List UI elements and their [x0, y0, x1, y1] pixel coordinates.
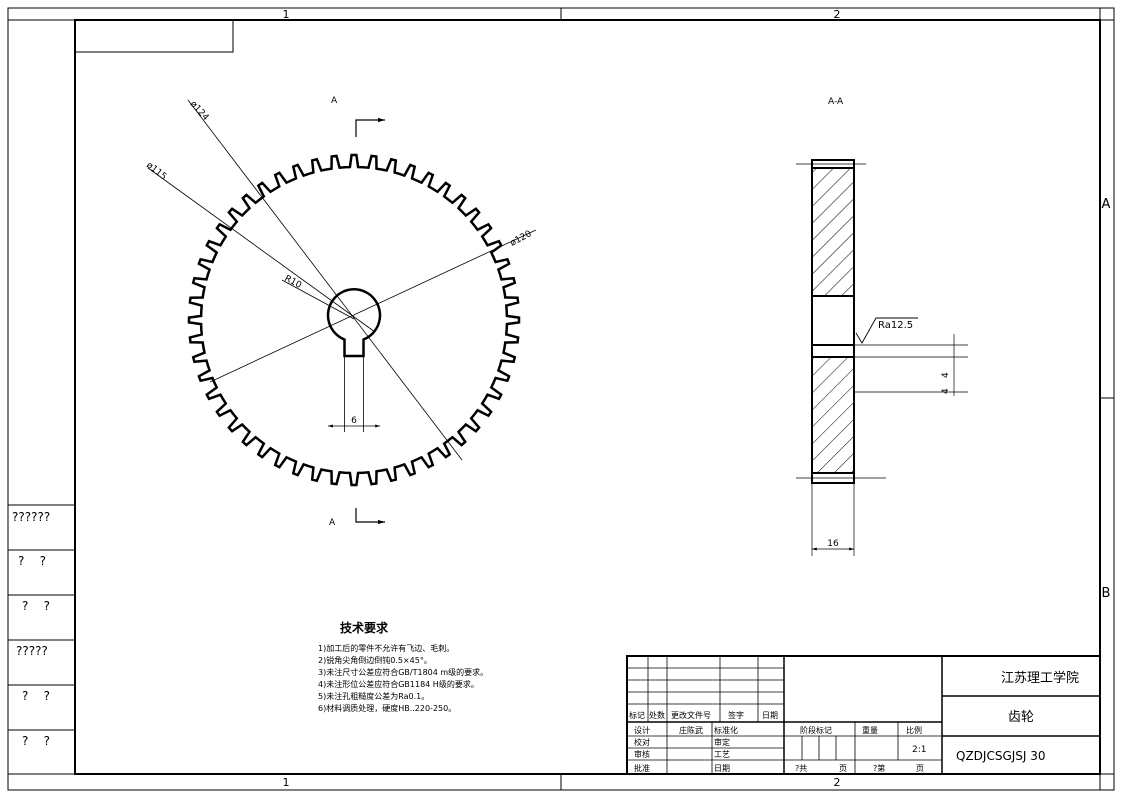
tb-label-date: 日期 [762, 711, 778, 720]
title-block: 标记 处数 更改文件号 签字 日期 设计 庄陈武 标准化 校对 审定 审核 工艺… [626, 655, 1101, 775]
tb-audit-label: 审核 [634, 749, 650, 759]
dim-line-d115 [147, 167, 376, 333]
left-strip-label: ? ? [22, 599, 50, 613]
dim-width: 16 [827, 539, 839, 549]
dim-d120: ø120 [509, 229, 534, 249]
dim-r10: R10 [283, 274, 304, 291]
left-strip: ?????? ? ? ? ? ????? ? ? ? ? [7, 504, 76, 775]
left-strip-label: ? ? [18, 554, 46, 568]
tb-approve-label2: 日期 [714, 764, 730, 773]
roughness-symbol [855, 317, 918, 344]
sheet-border: 1 2 1 2 A B [7, 7, 1115, 791]
zone-bottom-2: 2 [834, 776, 841, 789]
section-title: A-A [828, 97, 844, 107]
hatch-lower [811, 356, 855, 474]
tb-label-change: 更改文件号 [671, 710, 711, 720]
roughness-value: Ra12.5 [878, 320, 913, 331]
zone-top-1: 1 [283, 8, 290, 21]
zone-right-b: B [1102, 586, 1111, 601]
section-letter-top: A [331, 96, 338, 106]
dim-line-r10 [281, 279, 355, 320]
tb-review-label: 审定 [714, 737, 730, 747]
dim-4a: 4 [941, 372, 951, 378]
zone-top-2: 2 [834, 8, 841, 21]
tech-requirements: 技术要求 1)加工后的零件不允许有飞边、毛刺。 2)锐角尖角倒边倒钝0.5×45… [318, 620, 488, 713]
zone-right-a: A [1102, 197, 1111, 212]
tech-item: 4)未注形位公差应符合GB1184 H级的要求。 [318, 679, 479, 689]
tb-scale-value: 2:1 [912, 745, 926, 755]
section-letter-bottom: A [329, 518, 336, 528]
section-view: A-A Ra12.5 4 4 16 [796, 97, 968, 556]
section-arrow-bottom [355, 508, 385, 525]
tb-sheet-unit: 页 [916, 764, 924, 773]
tb-scale-label: 比例 [906, 725, 922, 735]
dim-line-d120 [209, 229, 537, 383]
gear-bore-keyway [326, 288, 382, 358]
hatch-upper [811, 167, 855, 297]
tb-sheets-unit: 页 [839, 764, 847, 773]
section-arrow-top [355, 117, 385, 137]
dim-d115: ø115 [144, 160, 168, 182]
left-strip-label: ????? [16, 644, 48, 658]
zone-bottom-1: 1 [283, 776, 290, 789]
tb-sheets-total: ?共 [795, 764, 807, 773]
tech-item: 6)材料调质处理，硬度HB..220-250。 [318, 703, 456, 713]
left-strip-label: ?????? [12, 510, 50, 524]
gear-front-view: ø124 ø115 ø120 R10 6 A A [144, 96, 537, 528]
left-strip-label: ? ? [22, 734, 50, 748]
tech-item: 3)未注尺寸公差应符合GB/T1804 m级的要求。 [318, 667, 488, 677]
tb-designer: 庄陈武 [679, 725, 703, 735]
gear-tooth-profile [187, 153, 521, 487]
tb-design-label: 设计 [634, 725, 650, 735]
tb-approve-label: 批准 [634, 763, 650, 773]
tb-label-count: 处数 [649, 710, 665, 720]
tb-school: 江苏理工学院 [1001, 670, 1079, 686]
tech-item: 2)锐角尖角倒边倒钝0.5×45°。 [318, 655, 432, 665]
tb-stage-label: 阶段标记 [800, 725, 832, 735]
tb-sheet-no: ?第 [873, 763, 885, 773]
dim-line-d124 [187, 99, 463, 461]
dim-d124: ø124 [188, 99, 211, 123]
tb-weight-label: 重量 [862, 725, 878, 735]
section-outline [811, 159, 855, 484]
dim-key-width: 6 [351, 416, 357, 426]
tech-item: 5)未注孔粗糙度公差为Ra0.1。 [318, 691, 429, 701]
tb-standardize-label: 标准化 [714, 725, 738, 735]
dim-4b: 4 [941, 388, 951, 394]
tb-label-mark: 标记 [629, 710, 645, 720]
tb-part-name: 齿轮 [1008, 710, 1034, 725]
tb-process-label: 工艺 [714, 750, 730, 759]
tech-item: 1)加工后的零件不允许有飞边、毛刺。 [318, 643, 454, 653]
tech-title: 技术要求 [340, 620, 389, 635]
tb-drawing-no: QZDJCSGJSJ 30 [956, 749, 1046, 763]
left-strip-label: ? ? [22, 689, 50, 703]
tb-check-label: 校对 [634, 737, 650, 747]
tb-label-sign: 签字 [728, 710, 744, 720]
